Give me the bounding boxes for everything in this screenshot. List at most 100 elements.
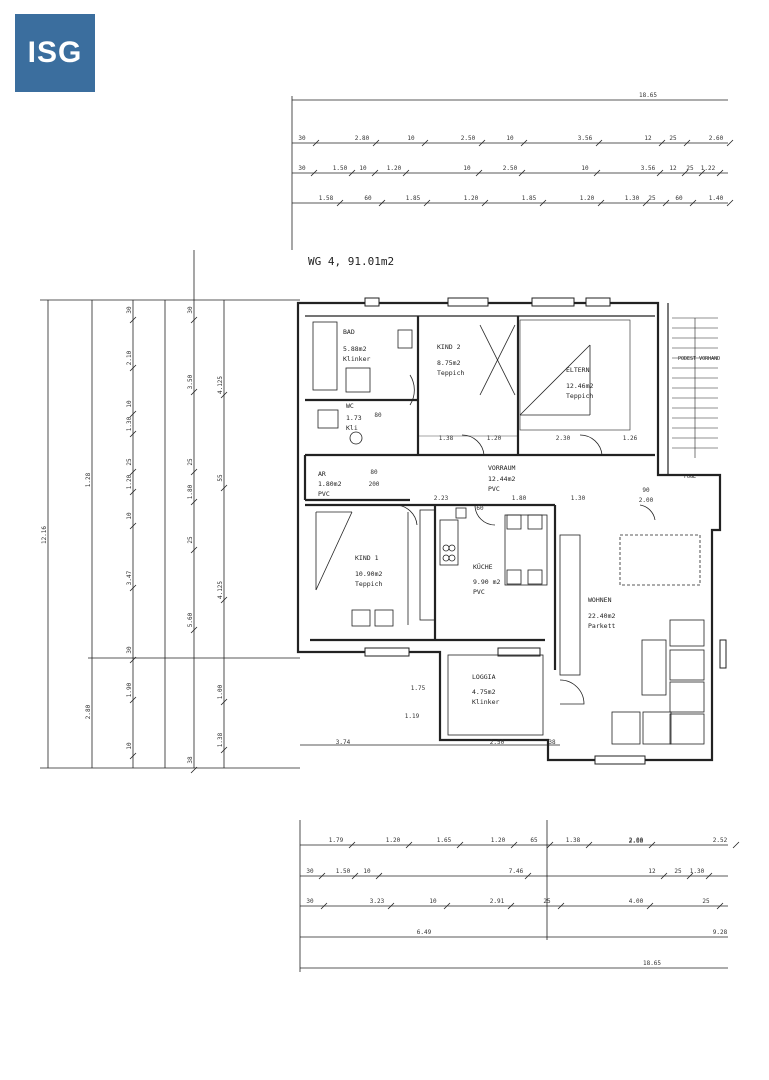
dim-label: 25 (686, 165, 694, 172)
room-kueche-floor: PVC (473, 588, 485, 596)
dim-label: 2.50 (503, 165, 518, 172)
dim-label: 30 (298, 135, 306, 142)
dim-label: 7.46 (509, 868, 524, 875)
dim-tick (698, 169, 706, 177)
room-ar-area: 1.80m2 (318, 480, 342, 488)
dim-label: 1.30 (126, 416, 133, 431)
dim-label: 1.85 (522, 195, 537, 202)
staircase (672, 317, 718, 458)
dim-tick (421, 139, 429, 147)
dim-tick (478, 139, 486, 147)
room-kind1-floor: Teppich (355, 580, 382, 588)
dim-tick (475, 169, 483, 177)
dim-label: 2.30 (556, 435, 571, 442)
dim-label: 12 (669, 165, 677, 172)
dim-label: 3.23 (370, 898, 385, 905)
dim-label: 25 (126, 458, 133, 466)
dim-tick (351, 872, 359, 880)
dim-label: 10 (363, 868, 371, 875)
dim-tick (220, 596, 228, 604)
dim-tick (423, 199, 431, 207)
windows (364, 297, 727, 765)
dim-label: 9.28 (713, 929, 728, 936)
dim-tick (129, 364, 137, 372)
loggia-door-swing (559, 679, 585, 705)
dim-label: 1.20 (386, 837, 401, 844)
dim-label: 80 (370, 469, 378, 476)
dim-label: 1.26 (623, 435, 638, 442)
dim-tick (348, 169, 356, 177)
dim-tick (129, 656, 137, 664)
dim-label: 18.65 (639, 92, 657, 99)
room-kind2-name: KIND 2 (437, 343, 461, 351)
dim-tick (129, 410, 137, 418)
dim-label: 2.00 (629, 837, 644, 844)
room-kind2-floor: Teppich (437, 369, 464, 377)
dim-tick (190, 468, 198, 476)
dim-label: 55 (217, 474, 224, 482)
room-kueche-name: KÜCHE (473, 562, 493, 571)
dim-tick (656, 169, 664, 177)
dim-label: 5.60 (187, 612, 194, 627)
dim-label: 25 (674, 868, 682, 875)
dim-label: 30 (126, 646, 133, 654)
stair-fuge-label: FUGE (684, 474, 696, 480)
dim-tick (129, 316, 137, 324)
dim-tick (190, 388, 198, 396)
dim-label: 1.00 (217, 684, 224, 699)
dim-label: 25 (543, 898, 551, 905)
dim-tick (658, 139, 666, 147)
room-vorraum-name: VORRAUM (488, 464, 515, 472)
dim-label: 1.28 (85, 472, 92, 487)
room-wc-floor: Kli (346, 424, 358, 432)
dim-tick (129, 430, 137, 438)
dim-tick (129, 752, 137, 760)
apartment-title: WG 4, 91.01m2 (308, 255, 394, 268)
dim-label: 60 (476, 505, 484, 512)
dim-label: 200 (369, 481, 380, 488)
dim-label: 1.20 (126, 474, 133, 489)
dim-label: 1.80 (187, 484, 194, 499)
dim-label: 30 (126, 306, 133, 314)
dim-label: 1.20 (491, 837, 506, 844)
dim-tick (642, 199, 650, 207)
dim-tick (518, 169, 526, 177)
dim-tick (507, 902, 515, 910)
dim-label: 1.85 (406, 195, 421, 202)
room-loggia-name: LOGGIA (472, 673, 496, 681)
dim-tick (510, 841, 518, 849)
room-wc-name: WC (346, 402, 354, 410)
dim-tick (648, 841, 656, 849)
room-vorraum-area: 12.44m2 (488, 475, 515, 483)
dim-tick (683, 139, 691, 147)
dim-tick (681, 169, 689, 177)
dim-tick (546, 841, 554, 849)
dim-tick (129, 522, 137, 530)
dim-label: 1.30 (571, 495, 586, 502)
dim-label: 4.125 (217, 376, 224, 394)
dim-tick (686, 872, 694, 880)
dim-label: 12.16 (41, 526, 48, 544)
dim-tick (312, 139, 320, 147)
dim-label: 1.19 (405, 713, 420, 720)
dim-tick (557, 902, 565, 910)
dim-label: 2.00 (629, 838, 644, 845)
dim-label: 1.20 (387, 165, 402, 172)
coffee-table (641, 639, 667, 696)
dim-label: 10 (126, 512, 133, 520)
dim-tick (320, 902, 328, 910)
dim-label: 1.38 (217, 732, 224, 747)
dim-tick (405, 841, 413, 849)
dim-label: 1.75 (411, 685, 426, 692)
dim-label: 38 (548, 739, 556, 746)
dim-label: 6.49 (417, 929, 432, 936)
dim-tick (220, 391, 228, 399)
wc-toilet (317, 409, 339, 429)
room-kind2-area: 8.75m2 (437, 359, 461, 367)
dim-tick (129, 488, 137, 496)
dim-label: 10 (506, 135, 514, 142)
dim-tick (595, 139, 603, 147)
room-wc-area: 1.73 (346, 414, 362, 422)
dim-label: 1.79 (329, 837, 344, 844)
